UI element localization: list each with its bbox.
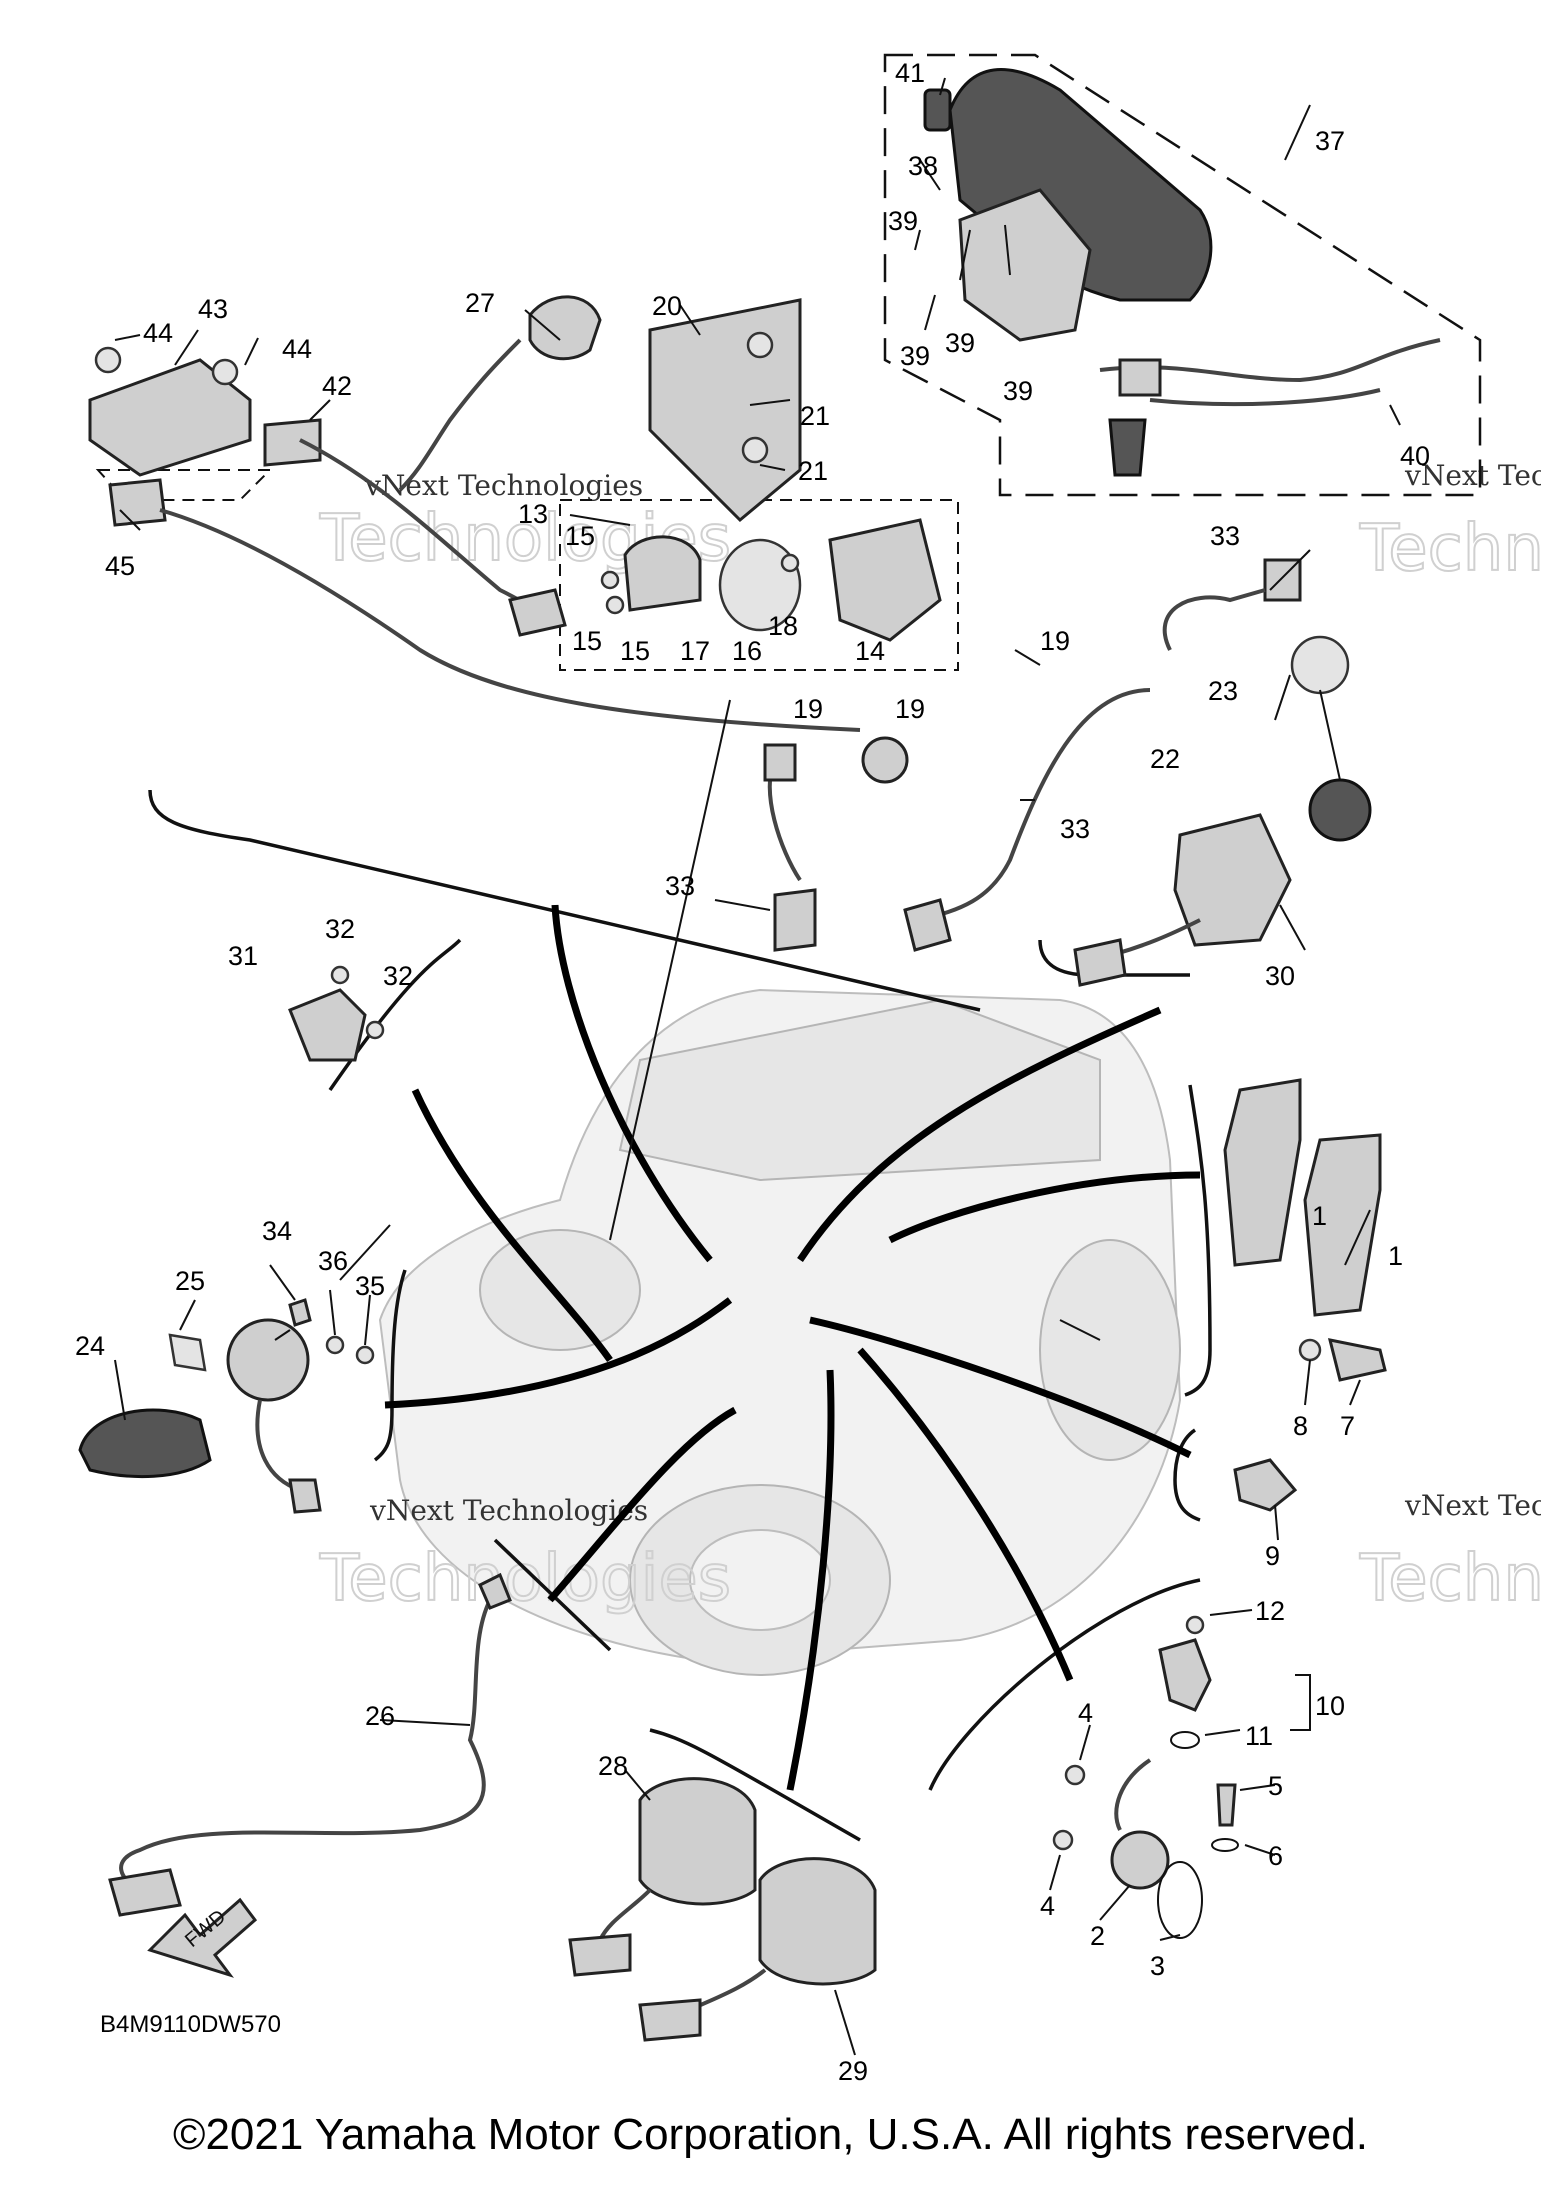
callout-40: 40 — [1400, 441, 1430, 471]
callout-19a: 19 — [1040, 626, 1070, 656]
callout-21a: 21 — [800, 401, 830, 431]
watermark-big-lower-right: Technologies — [1359, 1542, 1541, 1616]
callout-35: 35 — [355, 1271, 385, 1301]
callout-33b: 33 — [1060, 814, 1090, 844]
fwd-arrow: FWD — [147, 1897, 258, 1978]
callout-14: 14 — [855, 636, 885, 666]
callout-31: 31 — [228, 941, 258, 971]
callout-11: 11 — [1245, 1721, 1273, 1751]
callout-28: 28 — [598, 1751, 628, 1781]
callout-30: 30 — [1265, 961, 1295, 991]
callout-39a: 39 — [888, 206, 918, 236]
callout-15c: 15 — [620, 636, 650, 666]
callout-45: 45 — [105, 551, 135, 581]
callout-44a: 44 — [143, 318, 173, 348]
part-ignition-coils — [1223, 1078, 1387, 1382]
part-horn — [78, 1298, 375, 1514]
callout-6: 6 — [1268, 1841, 1283, 1871]
callout-numbers: 1 1 2 3 4 4 5 6 7 8 9 10 11 12 13 14 15 … — [75, 58, 1430, 2086]
callout-13: 13 — [518, 499, 548, 529]
callout-1: 1 — [1312, 1201, 1327, 1231]
callout-17: 17 — [680, 636, 710, 666]
watermark-name: vNext Technologies — [364, 469, 643, 502]
callout-39c: 39 — [945, 328, 975, 358]
callout-8: 8 — [1293, 1411, 1308, 1441]
callout-21b: 21 — [798, 456, 828, 486]
callout-19c: 19 — [895, 694, 925, 724]
callout-4b: 4 — [1040, 1891, 1055, 1921]
copyright-notice: ©2021 Yamaha Motor Corporation, U.S.A. A… — [173, 2110, 1368, 2159]
callout-38: 38 — [908, 151, 938, 181]
part-speed-sensor — [108, 1572, 512, 1917]
callout-33a: 33 — [1210, 521, 1240, 551]
callout-44b: 44 — [282, 334, 312, 364]
callout-33c: 33 — [665, 871, 695, 901]
callout-18: 18 — [768, 611, 798, 641]
callout-10: 10 — [1315, 1691, 1345, 1721]
callout-1b: 1 — [1388, 1241, 1403, 1271]
callout-15a: 15 — [565, 521, 595, 551]
callout-24: 24 — [75, 1331, 105, 1361]
callout-19b: 19 — [793, 694, 823, 724]
callout-43: 43 — [198, 294, 228, 324]
part-crank-sensor — [1052, 1615, 1239, 1939]
part-display-assembly — [923, 68, 1441, 477]
callout-16: 16 — [732, 636, 762, 666]
callout-41: 41 — [895, 58, 925, 88]
part-sensors-right — [763, 558, 1372, 987]
callout-15b: 15 — [572, 626, 602, 656]
callout-37: 37 — [1315, 126, 1345, 156]
callout-39b: 39 — [900, 341, 930, 371]
part-motors — [568, 1777, 877, 2042]
callout-brackets — [148, 789, 1212, 1842]
callout-29: 29 — [838, 2056, 868, 2086]
callout-25: 25 — [175, 1266, 205, 1296]
callout-32b: 32 — [383, 961, 413, 991]
callout-9: 9 — [1265, 1541, 1280, 1571]
callout-23: 23 — [1208, 676, 1238, 706]
part-ecu-assembly — [88, 346, 909, 784]
callout-2: 2 — [1090, 1921, 1105, 1951]
watermark-partial-top: vNext Tec — [1404, 459, 1541, 492]
callout-27: 27 — [465, 288, 495, 318]
callout-22: 22 — [1150, 744, 1180, 774]
watermark-partial-lower: vNext Tec — [1404, 1489, 1541, 1522]
callout-5: 5 — [1268, 1771, 1283, 1801]
callout-3: 3 — [1150, 1951, 1165, 1981]
callout-36: 36 — [318, 1246, 348, 1276]
callout-39d: 39 — [1003, 376, 1033, 406]
callout-4: 4 — [1078, 1698, 1093, 1728]
callout-34: 34 — [262, 1216, 292, 1246]
callout-42: 42 — [322, 371, 352, 401]
callout-20: 20 — [652, 291, 682, 321]
callout-7: 7 — [1340, 1411, 1355, 1441]
callout-32a: 32 — [325, 914, 355, 944]
part-pressure-switch — [1233, 1458, 1298, 1512]
callout-12: 12 — [1255, 1596, 1285, 1626]
callout-26: 26 — [365, 1701, 395, 1731]
watermark-big-right: Technologies — [1359, 512, 1541, 586]
leader-lines — [114, 77, 1401, 2056]
watermark-big-lower: Technologies — [319, 1542, 731, 1616]
watermark-name-lower: vNext Technologies — [369, 1494, 648, 1527]
diagram-code: B4M9110DW570 — [100, 2011, 281, 2038]
part-throttle-sensor — [288, 965, 385, 1062]
